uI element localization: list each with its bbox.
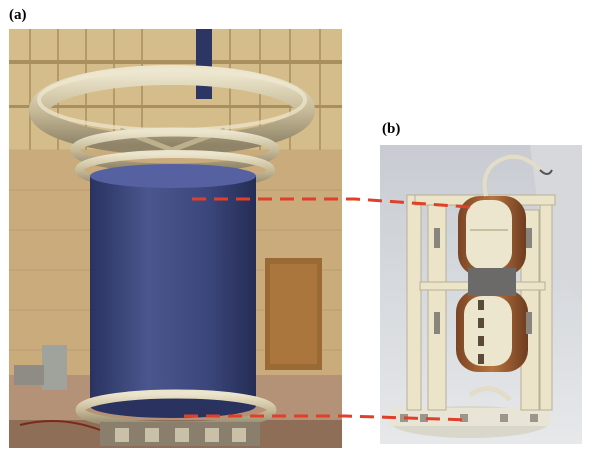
lower-winding	[456, 290, 528, 372]
blue-coil-cylinder	[90, 164, 256, 418]
bottom-connectors	[468, 386, 512, 402]
support-post	[196, 29, 212, 99]
panel-b-label: (b)	[382, 121, 401, 137]
photo-panel-b	[380, 145, 582, 444]
upper-winding	[458, 196, 526, 276]
equipment-left	[42, 345, 67, 390]
panel-a-label: (a)	[9, 7, 27, 23]
iron-core	[468, 268, 516, 296]
connector-lines	[184, 197, 471, 422]
connector-line-top	[192, 197, 471, 209]
photo-panel-a	[9, 29, 342, 448]
connector-line-bottom	[184, 414, 471, 422]
top-cable	[482, 154, 542, 197]
